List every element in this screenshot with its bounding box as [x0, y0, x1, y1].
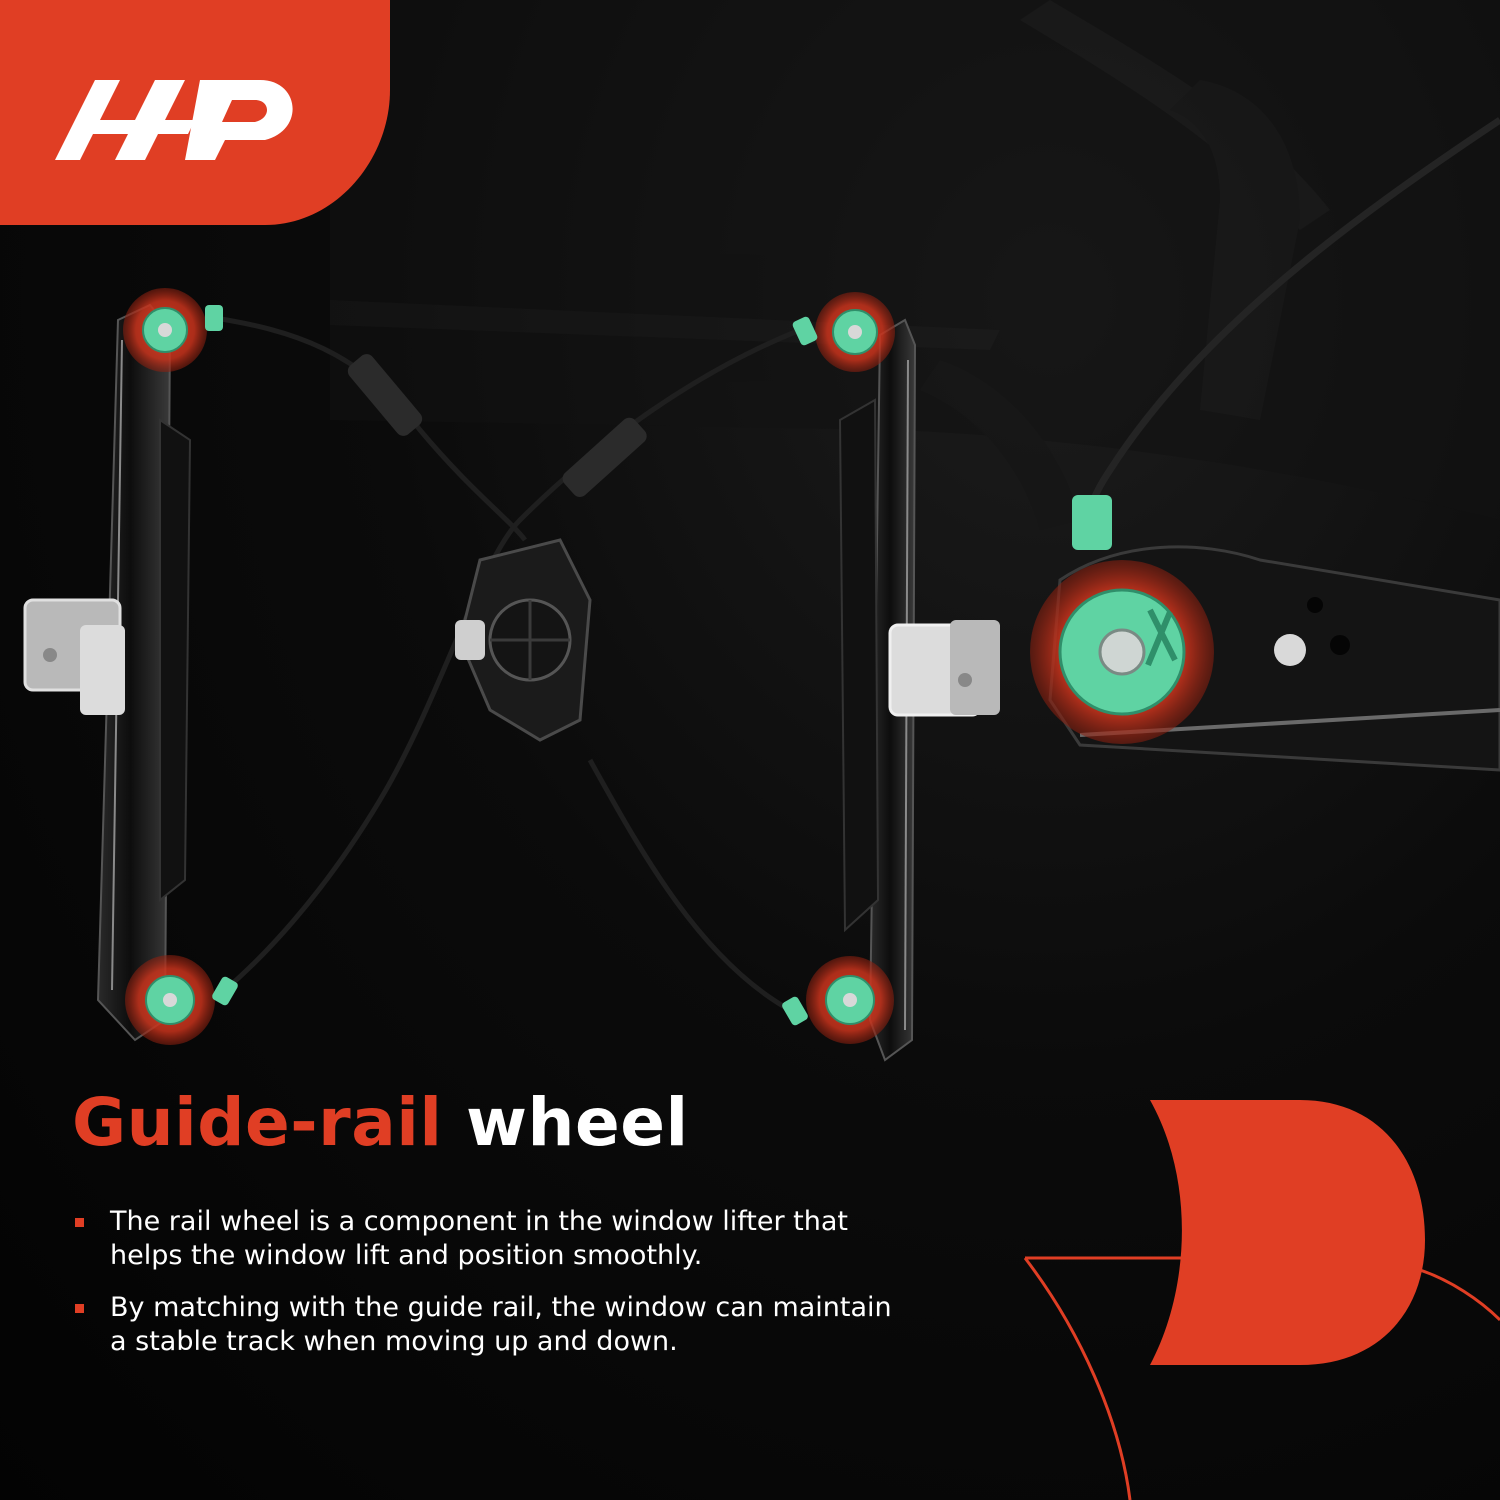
guide-wheel-top-left — [123, 288, 223, 372]
lifter-motor-housing — [455, 538, 592, 742]
guide-wheel-bottom-right — [782, 956, 894, 1044]
headline-accent-word: Guide-rail — [72, 1084, 443, 1161]
feature-bullet-text: By matching with the guide rail, the win… — [110, 1292, 892, 1357]
right-guide-rail — [838, 318, 1000, 1062]
left-guide-rail — [23, 303, 192, 1042]
a-premium-logo — [0, 0, 390, 225]
feature-bullet: By matching with the guide rail, the win… — [72, 1291, 902, 1359]
feature-bullet-text: The rail wheel is a component in the win… — [110, 1206, 848, 1271]
guide-wheel-bottom-left — [125, 955, 238, 1045]
square-bullet-icon — [75, 1304, 84, 1313]
d-shape-decoration — [1023, 1100, 1500, 1500]
guide-wheel-top-right — [792, 292, 895, 372]
cable-sleeves — [347, 354, 647, 497]
headline-plain-word: wheel — [466, 1084, 689, 1161]
feature-bullet-list: The rail wheel is a component in the win… — [72, 1205, 902, 1377]
square-bullet-icon — [75, 1218, 84, 1227]
headline: Guide-rail wheel — [72, 1090, 689, 1156]
guide-wheel-closeup — [1030, 117, 1500, 772]
feature-bullet: The rail wheel is a component in the win… — [72, 1205, 902, 1273]
